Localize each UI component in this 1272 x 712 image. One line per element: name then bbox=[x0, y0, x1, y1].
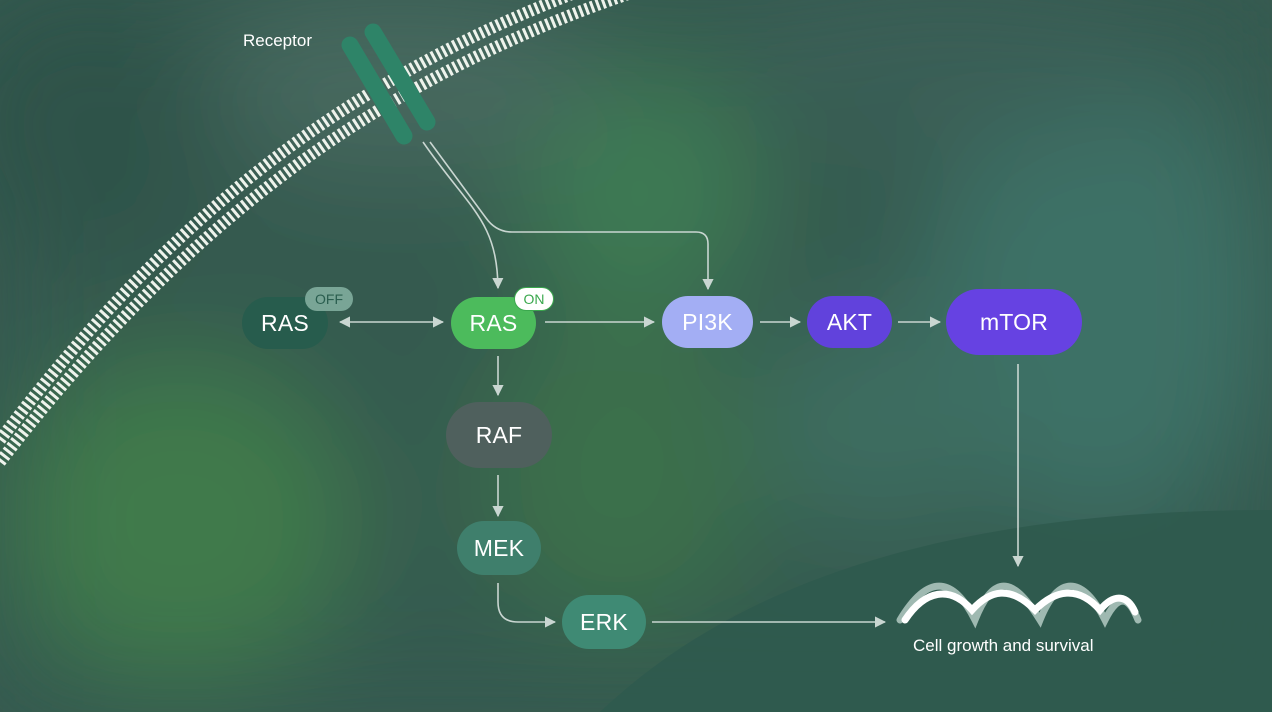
cell-membrane bbox=[0, 0, 630, 466]
arrow-receptor-ras bbox=[422, 141, 504, 290]
dna-icon bbox=[896, 582, 1142, 629]
arrow-mek-erk bbox=[497, 583, 557, 628]
pi3k-node: PI3K bbox=[662, 296, 753, 348]
receptor-label: Receptor bbox=[243, 31, 312, 50]
arrow-receptor-pi3k bbox=[429, 141, 714, 291]
connections bbox=[338, 141, 1024, 628]
akt-node: AKT bbox=[807, 296, 892, 348]
mtor-node: mTOR bbox=[946, 289, 1082, 355]
mek-node: MEK bbox=[457, 521, 541, 575]
erk-node: ERK bbox=[562, 595, 646, 649]
raf-node: RAF bbox=[446, 402, 552, 468]
nucleus bbox=[600, 510, 1272, 712]
off-badge: OFF bbox=[305, 287, 353, 311]
on-badge: ON bbox=[514, 287, 554, 311]
ras-off-node: RAS bbox=[242, 297, 328, 349]
receptor bbox=[341, 23, 436, 145]
outcome-label: Cell growth and survival bbox=[913, 636, 1094, 655]
